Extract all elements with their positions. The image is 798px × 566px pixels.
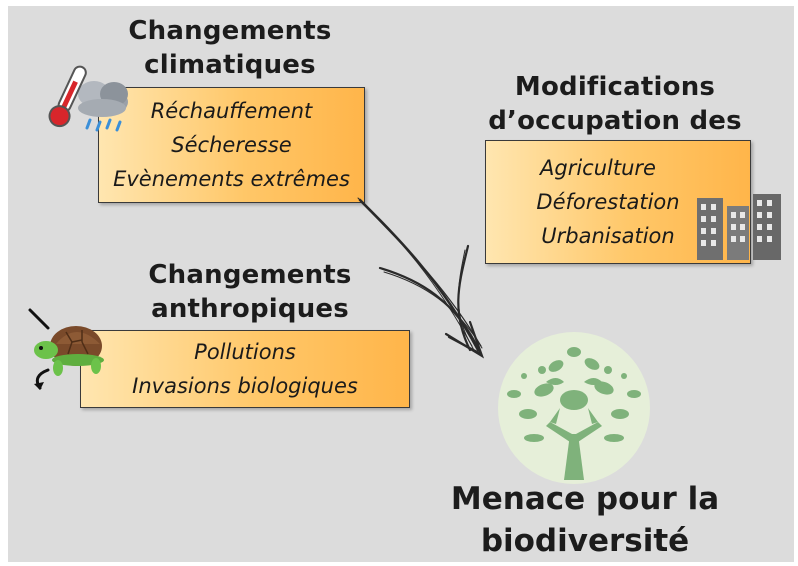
- anthropic-heading-line1: Changements: [148, 260, 352, 290]
- climate-heading: Changements climatiques: [110, 14, 350, 82]
- biodiversity-threat-line1: Menace pour la: [450, 481, 720, 517]
- anthropic-item: Pollutions: [194, 340, 296, 364]
- landuse-to-biodiversity-arrow: [457, 244, 473, 352]
- climate-item: Sécheresse: [171, 133, 292, 157]
- biodiversity-threat-title: Menace pour la biodiversité: [420, 478, 750, 562]
- climate-heading-line2: climatiques: [144, 50, 316, 80]
- anthropic-heading-line2: anthropiques: [151, 294, 349, 324]
- land-use-item: Urbanisation: [541, 224, 675, 248]
- buildings-icon: [697, 194, 781, 260]
- climate-box: Réchauffement Sécheresse Evènements extr…: [98, 87, 365, 203]
- turtle-icon: [28, 308, 104, 390]
- anthropic-to-biodiversity-arrow: [378, 266, 483, 354]
- biodiversity-tree-icon: [498, 332, 650, 484]
- arrowhead: [444, 320, 485, 359]
- land-use-item: Agriculture: [540, 156, 656, 180]
- thermometer-cloud-icon: [48, 65, 128, 132]
- anthropic-heading: Changements anthropiques: [130, 258, 370, 326]
- anthropic-box: Pollutions Invasions biologiques: [80, 330, 410, 408]
- climate-heading-line1: Changements: [128, 16, 332, 46]
- climate-item: Evènements extrêmes: [113, 167, 350, 191]
- climate-item: Réchauffement: [150, 99, 313, 123]
- biodiversity-threat-line2: biodiversité: [480, 523, 690, 559]
- land-use-heading-line1: Modifications: [514, 72, 716, 102]
- land-use-item: Déforestation: [536, 190, 680, 214]
- anthropic-item: Invasions biologiques: [132, 374, 358, 398]
